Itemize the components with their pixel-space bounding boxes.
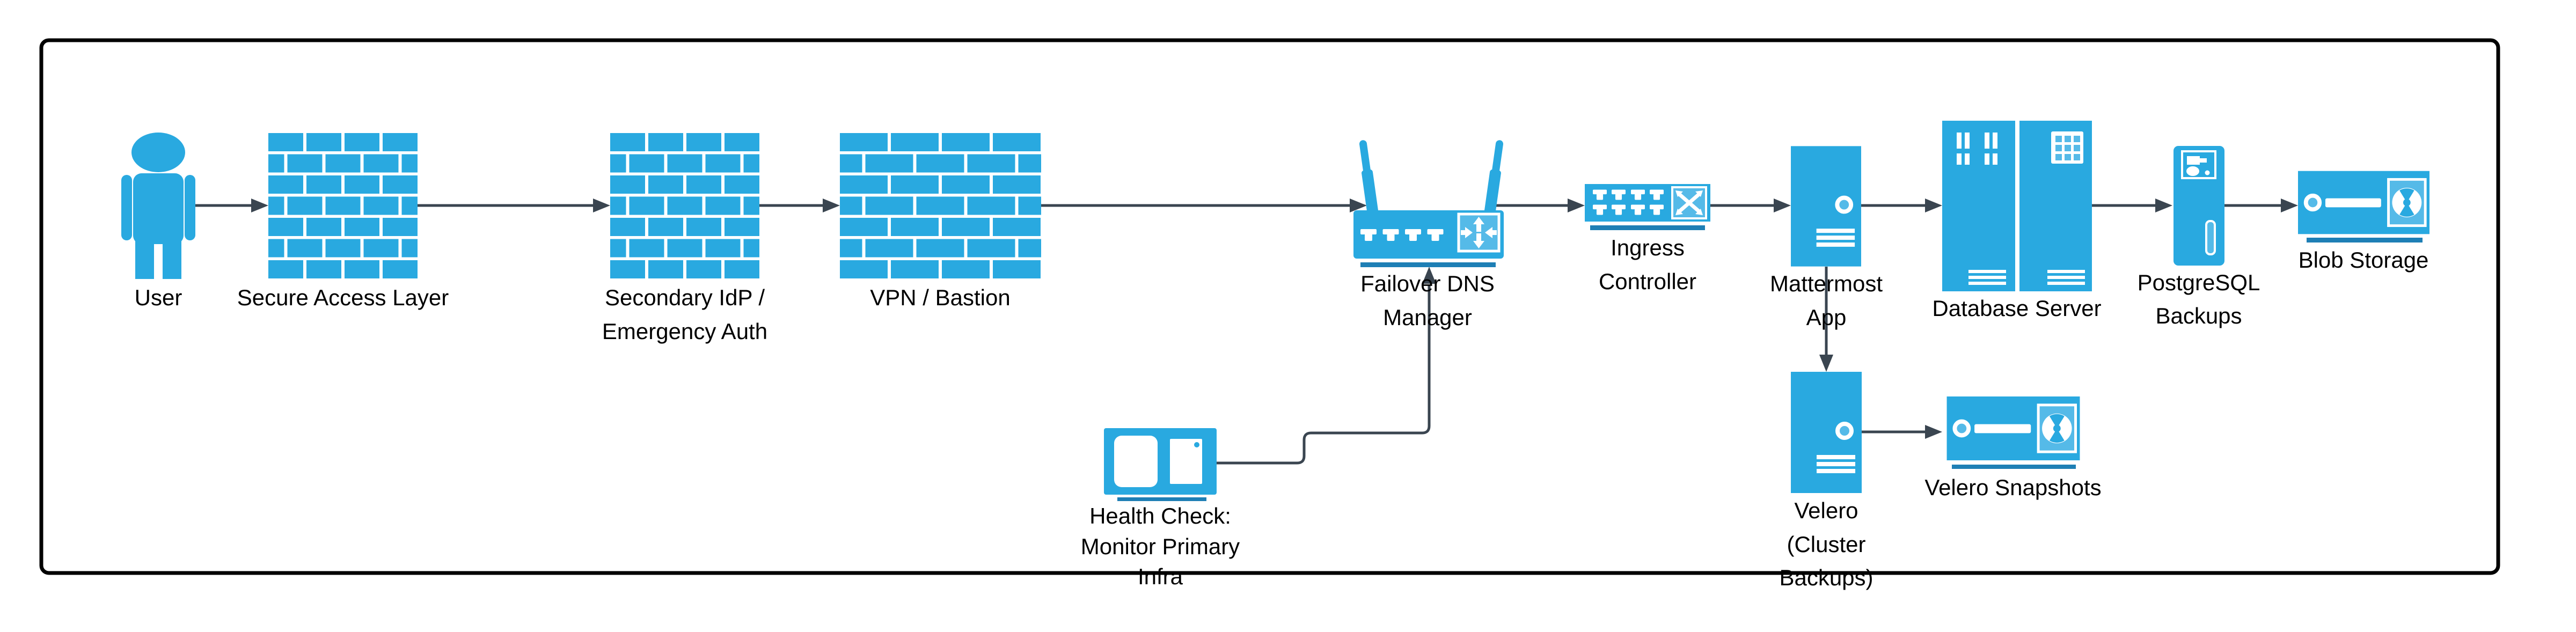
node-underline [2307, 238, 2423, 242]
node-vpn-bastion: VPN / Bastion [840, 133, 1041, 310]
node-velero-label-line2: (Cluster [1787, 532, 1865, 557]
monitor-icon [1104, 428, 1217, 501]
node-mattermost-app-label-line2: App [1806, 305, 1847, 330]
node-failover-dns: Failover DNS Manager [1353, 140, 1504, 330]
node-velero-label-line3: Backups) [1779, 565, 1873, 590]
node-underline [1590, 225, 1705, 230]
edge-hc-fdns [1217, 284, 1431, 465]
node-velero-snapshots-label: Velero Snapshots [1924, 475, 2101, 500]
node-failover-dns-label-line2: Manager [1383, 305, 1472, 330]
l2-switch-icon [1585, 184, 1710, 230]
node-mattermost-app: Mattermost App [1770, 146, 1883, 330]
firewall-icon [268, 133, 418, 278]
node-postgresql-backups: PostgreSQL Backups [2138, 146, 2260, 328]
node-user: User [121, 133, 195, 310]
node-underline [1117, 497, 1206, 501]
firewall-icon [610, 133, 759, 278]
node-secure-access-layer: Secure Access Layer [237, 133, 449, 310]
node-database-server: Database Server [1932, 121, 2102, 321]
node-secure-access-layer-label: Secure Access Layer [237, 285, 449, 310]
diagram-border [39, 38, 2500, 575]
node-ingress-controller: Ingress Controller [1585, 184, 1710, 294]
connector-lines [195, 204, 2281, 465]
node-underline [1952, 465, 2076, 469]
node-vpn-bastion-label: VPN / Bastion [870, 285, 1010, 310]
node-health-check-label-line3: Infra [1138, 564, 1183, 589]
node-velero: Velero (Cluster Backups) [1779, 372, 1874, 590]
node-postgresql-backups-label-line2: Backups [2155, 303, 2242, 328]
node-blob-storage: Blob Storage [2298, 171, 2429, 273]
node-health-check-label-line1: Health Check: [1089, 503, 1231, 528]
node-user-label: User [135, 285, 182, 310]
node-velero-snapshots: Velero Snapshots [1924, 396, 2102, 500]
disk-array-icon [1947, 396, 2080, 460]
node-secondary-idp: Secondary IdP / Emergency Auth [602, 133, 767, 344]
node-health-check-label-line2: Monitor Primary [1081, 534, 1240, 559]
node-mattermost-app-label-line1: Mattermost [1770, 271, 1883, 296]
node-blob-storage-label: Blob Storage [2299, 247, 2429, 273]
node-ingress-controller-label-line1: Ingress [1611, 235, 1685, 260]
node-health-check: Health Check: Monitor Primary Infra [1081, 428, 1240, 589]
node-failover-dns-label-line1: Failover DNS [1360, 271, 1495, 296]
server-tower-icon [1791, 372, 1862, 493]
node-ingress-controller-label-line2: Controller [1599, 269, 1696, 294]
person-icon [121, 133, 195, 279]
node-secondary-idp-label-line2: Emergency Auth [602, 319, 767, 344]
node-postgresql-backups-label-line1: PostgreSQL [2138, 270, 2260, 295]
disk-array-icon [2298, 171, 2429, 234]
node-underline [1360, 262, 1496, 267]
firewall-icon [840, 133, 1041, 278]
node-velero-label-line1: Velero [1794, 498, 1858, 523]
node-database-server-label: Database Server [1932, 296, 2101, 321]
wireless-router-icon [1353, 140, 1504, 267]
backup-tower-icon [2174, 146, 2224, 266]
connector-arrowheads [251, 199, 2298, 439]
node-secondary-idp-label-line1: Secondary IdP / [605, 285, 765, 310]
rack-server-pair-icon [1942, 121, 2092, 291]
server-tower-icon [1791, 146, 1861, 266]
